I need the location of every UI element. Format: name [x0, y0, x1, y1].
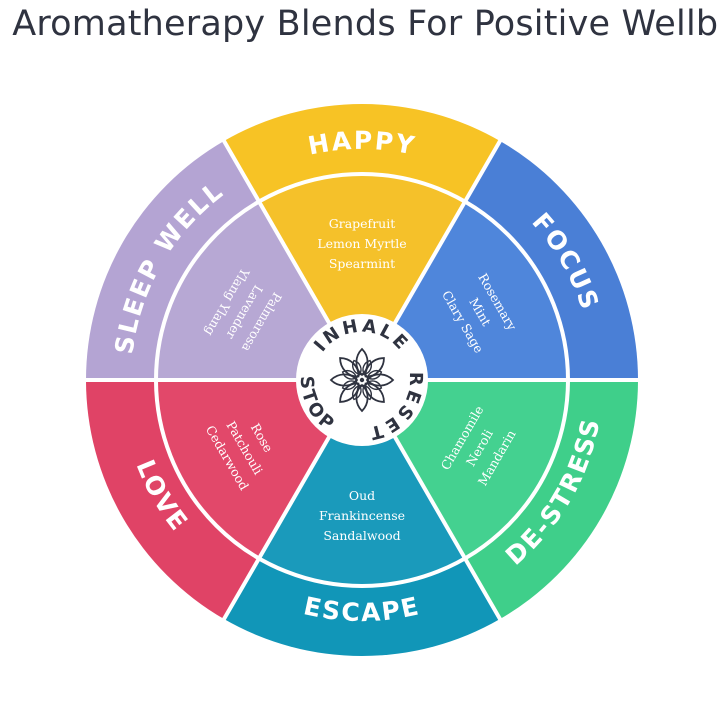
- lotus-icon: [329, 347, 395, 413]
- ingredient-happy-1: Grapefruit: [329, 216, 396, 231]
- ingredient-happy-3: Spearmint: [329, 256, 395, 271]
- segment-escape-inner: [259, 380, 465, 586]
- ingredient-escape-1: Oud: [349, 488, 375, 503]
- ingredient-happy-2: Lemon Myrtle: [317, 236, 406, 251]
- ingredient-escape-3: Sandalwood: [323, 528, 400, 543]
- hub: INHALE RESET STOP: [296, 314, 428, 446]
- segment-happy-inner: [259, 174, 465, 380]
- ingredient-escape-2: Frankincense: [319, 508, 405, 523]
- page-title: x Aromatherapy Blends For Positive Wellb…: [0, 4, 720, 44]
